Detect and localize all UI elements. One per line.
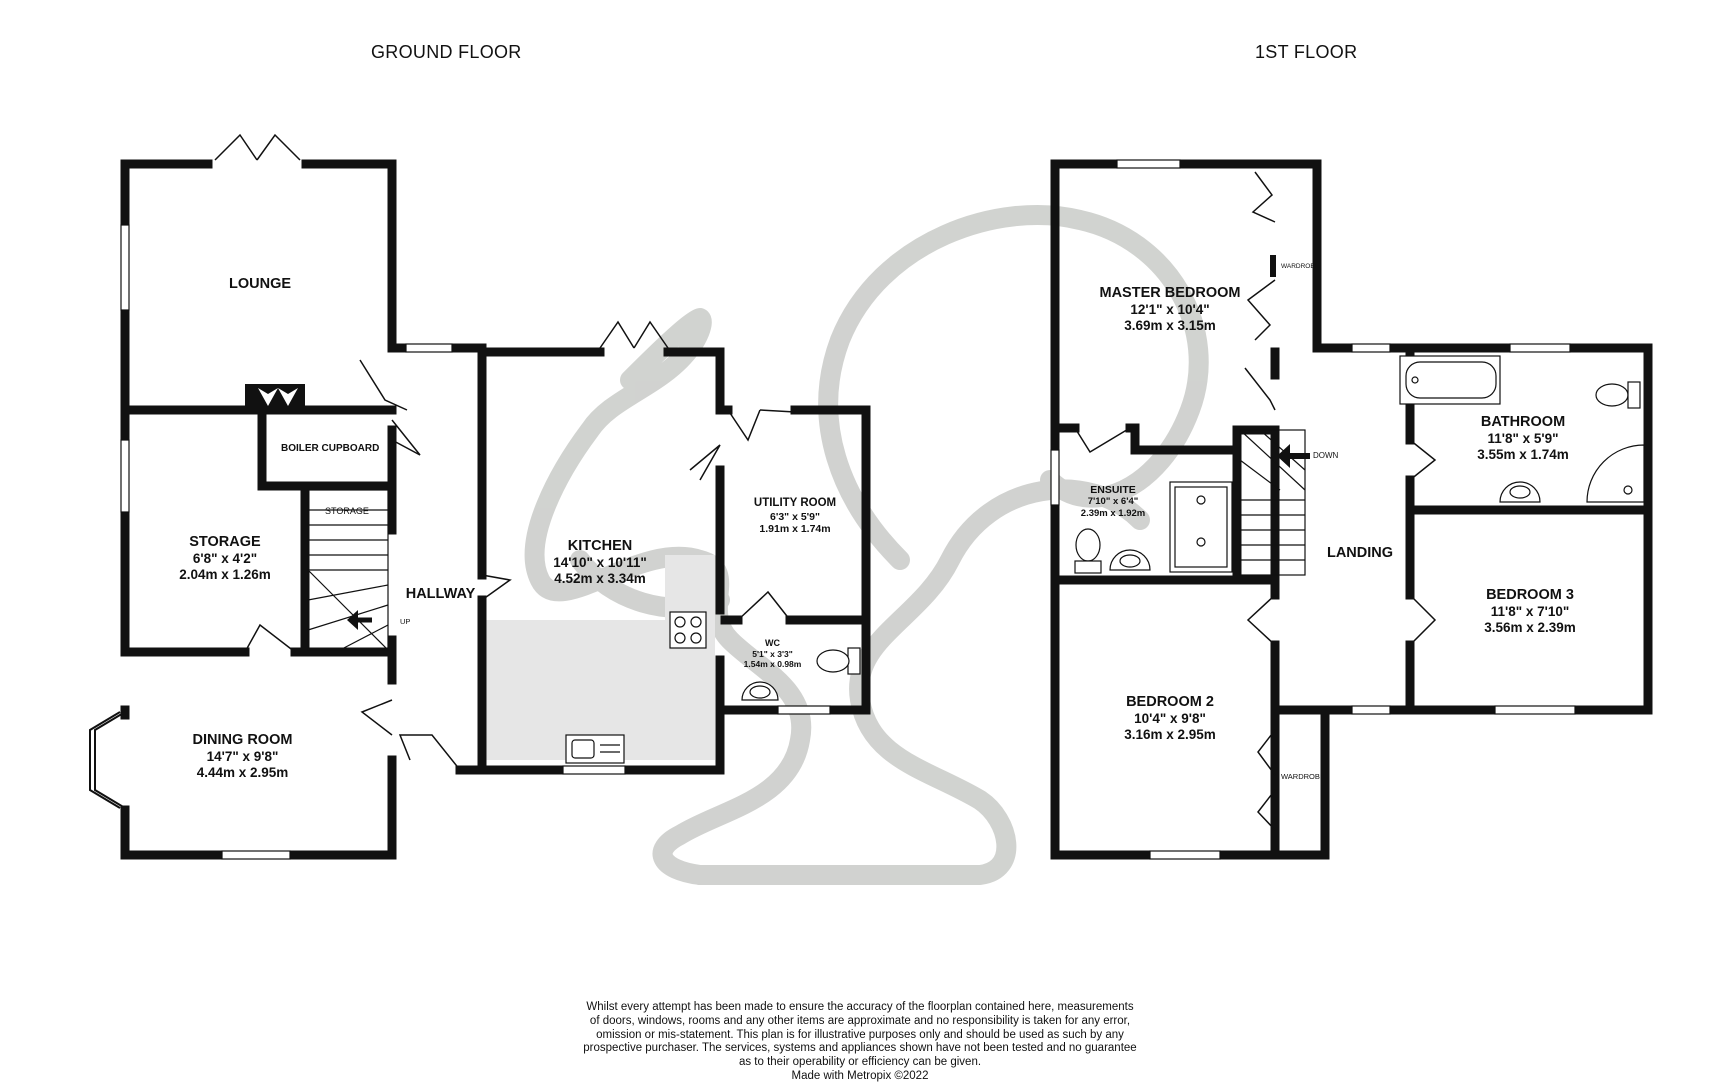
bathroom-toilet-icon xyxy=(1595,381,1641,409)
first-floor-walls xyxy=(1050,159,1653,860)
wc-name: WC xyxy=(765,638,780,648)
wc-label: WC 5'1" x 3'3" 1.54m x 0.98m xyxy=(730,638,815,669)
landing-name: LANDING xyxy=(1326,545,1394,561)
wardrobe-master-label: WARDROBE xyxy=(1281,263,1320,270)
dining-metric: 4.44m x 2.95m xyxy=(196,765,289,781)
ensuite-imperial: 7'10" x 6'4" xyxy=(1087,496,1139,508)
ground-floor-windows xyxy=(120,224,831,860)
bedroom2-imperial: 10'4" x 9'8" xyxy=(1134,711,1206,727)
ground-floor-walls xyxy=(120,159,871,860)
disclaimer-line: omission or mis-statement. This plan is … xyxy=(596,1028,1124,1041)
hallway-label: HALLWAY xyxy=(398,586,483,603)
bedroom3-metric: 3.56m x 2.39m xyxy=(1484,620,1576,636)
utility-metric: 1.91m x 1.74m xyxy=(759,522,831,535)
bedroom2-metric: 3.16m x 2.95m xyxy=(1124,727,1216,743)
made-with-credit: Made with Metropix ©2022 xyxy=(791,1069,929,1082)
stairs-up-arrow-icon xyxy=(347,610,372,630)
first-floor-title: 1ST FLOOR xyxy=(1255,42,1358,62)
ground-doors xyxy=(214,133,796,771)
dining-name: DINING ROOM xyxy=(192,732,293,748)
disclaimer-line: as to their operability or efficiency ca… xyxy=(738,1056,982,1069)
stairs-up-label: UP xyxy=(400,617,411,626)
bathroom-shower-icon xyxy=(1586,444,1645,503)
storage-imperial: 6'8" x 4'2" xyxy=(192,551,258,567)
first-floor-doors xyxy=(1074,171,1437,831)
master-imperial: 12'1" x 10'4" xyxy=(1130,302,1210,318)
kitchen-imperial: 14'10" x 10'11" xyxy=(553,555,647,571)
utility-room-label: UTILITY ROOM 6'3" x 5'9" 1.91m x 1.74m xyxy=(730,497,860,535)
bath-icon xyxy=(1399,355,1501,405)
ensuite-name: ENSUITE xyxy=(1090,484,1136,496)
stairs-down-label: DOWN xyxy=(1313,451,1339,460)
first-floor-windows xyxy=(1050,159,1576,860)
storage-metric: 2.04m x 1.26m xyxy=(179,567,271,583)
bathroom-imperial: 11'8" x 5'9" xyxy=(1487,431,1559,447)
bedroom2-label: BEDROOM 2 10'4" x 9'8" 3.16m x 2.95m xyxy=(1095,694,1245,743)
bedroom2-name: BEDROOM 2 xyxy=(1126,694,1214,710)
master-bedroom-label: MASTER BEDROOM 12'1" x 10'4" 3.69m x 3.1… xyxy=(1080,285,1260,334)
wardrobe-bedroom2-label: WARDROBE xyxy=(1281,772,1321,781)
lounge-name: LOUNGE xyxy=(228,276,292,292)
lounge-label: LOUNGE xyxy=(210,276,310,293)
kitchen-label: KITCHEN 14'10" x 10'11" 4.52m x 3.34m xyxy=(520,538,680,587)
bedroom3-imperial: 11'8" x 7'10" xyxy=(1490,604,1570,620)
wc-imperial: 5'1" x 3'3" xyxy=(752,648,793,659)
storage-name: STORAGE xyxy=(189,534,261,550)
ensuite-metric: 2.39m x 1.92m xyxy=(1080,507,1146,519)
master-wardrobe-rail xyxy=(1270,255,1276,277)
utility-imperial: 6'3" x 5'9" xyxy=(770,510,820,523)
disclaimer-line: of doors, windows, rooms and any other i… xyxy=(589,1014,1131,1027)
storage-label: STORAGE 6'8" x 4'2" 2.04m x 1.26m xyxy=(145,534,305,583)
landing-label: LANDING xyxy=(1310,545,1410,562)
dining-bay-window xyxy=(89,711,126,809)
bathroom-basin-icon xyxy=(1499,481,1541,503)
bathroom-metric: 3.55m x 1.74m xyxy=(1477,447,1569,463)
disclaimer-text: Whilst every attempt has been made to en… xyxy=(540,1001,1180,1084)
ground-stairs xyxy=(307,489,389,651)
dining-imperial: 14'7" x 9'8" xyxy=(206,749,279,765)
ground-floor-title: GROUND FLOOR xyxy=(371,42,522,62)
kitchen-name: KITCHEN xyxy=(567,538,633,554)
fireplace-icon xyxy=(245,384,305,408)
bedroom3-name: BEDROOM 3 xyxy=(1486,587,1574,603)
ensuite-basin-icon xyxy=(1109,549,1151,571)
wc-toilet-icon xyxy=(816,647,861,675)
master-name: MASTER BEDROOM xyxy=(1099,285,1241,301)
first-stairs xyxy=(1239,429,1306,576)
sink-icon xyxy=(565,734,625,764)
master-metric: 3.69m x 3.15m xyxy=(1124,318,1216,334)
hob-icon xyxy=(669,611,707,649)
disclaimer-line: prospective purchaser. The services, sys… xyxy=(583,1042,1137,1055)
disclaimer-line: Whilst every attempt has been made to en… xyxy=(586,1001,1134,1013)
utility-name: UTILITY ROOM xyxy=(753,497,837,509)
wc-metric: 1.54m x 0.98m xyxy=(743,658,802,669)
dining-room-label: DINING ROOM 14'7" x 9'8" 4.44m x 2.95m xyxy=(160,732,325,781)
bedroom3-label: BEDROOM 3 11'8" x 7'10" 3.56m x 2.39m xyxy=(1455,587,1605,636)
ensuite-shower-icon xyxy=(1169,481,1233,573)
ensuite-toilet-icon xyxy=(1074,528,1102,574)
wc-basin-icon xyxy=(741,681,779,701)
boiler-cupboard-label: BOILER CUPBOARD xyxy=(281,443,380,454)
bathroom-name: BATHROOM xyxy=(1480,414,1566,430)
stairs-down-arrow-icon xyxy=(1277,444,1310,468)
bathroom-label: BATHROOM 11'8" x 5'9" 3.55m x 1.74m xyxy=(1448,414,1598,463)
kitchen-metric: 4.52m x 3.34m xyxy=(554,571,646,587)
ensuite-label: ENSUITE 7'10" x 6'4" 2.39m x 1.92m xyxy=(1063,484,1163,519)
hallway-name: HALLWAY xyxy=(405,586,476,602)
storage-small-label: STORAGE xyxy=(325,506,369,516)
